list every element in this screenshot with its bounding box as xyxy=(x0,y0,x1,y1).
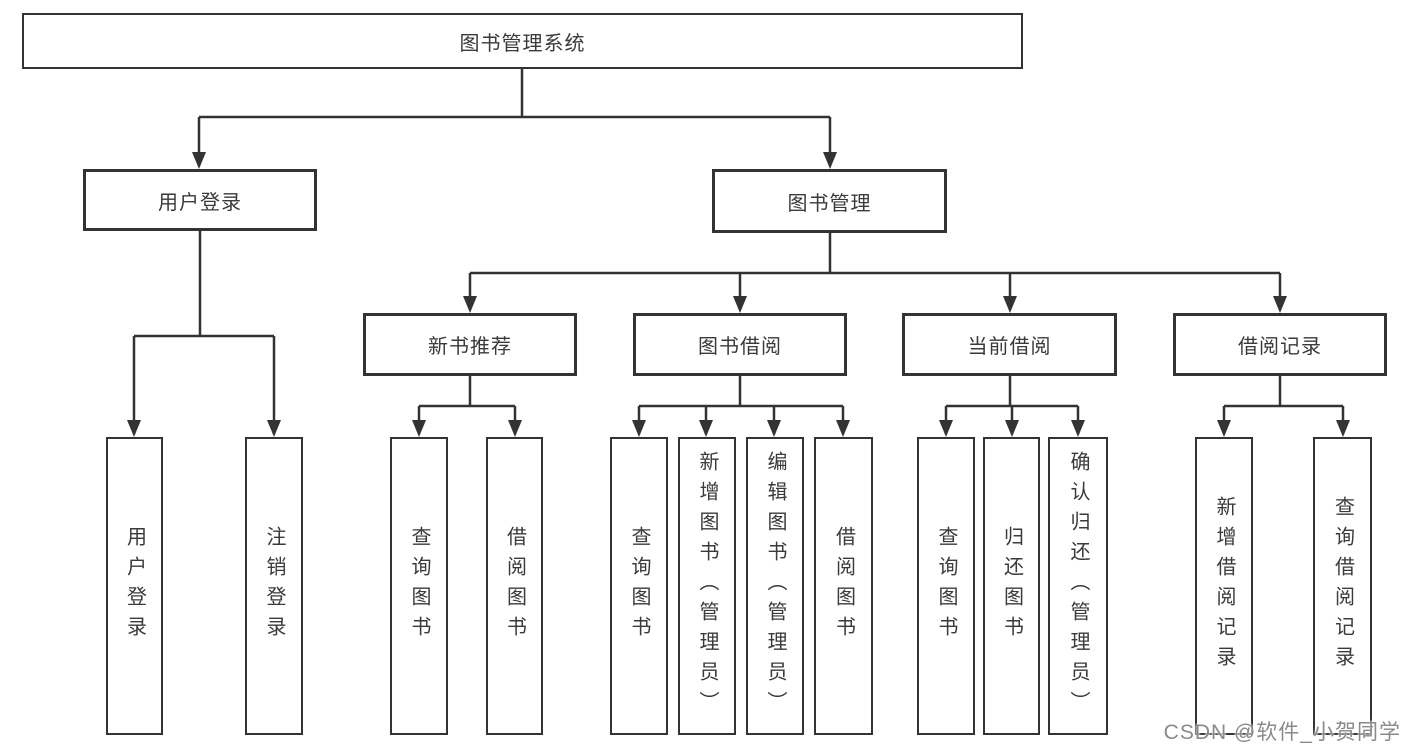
node-new-book-recommend: 新书推荐 xyxy=(363,313,577,376)
leaf-edit-book-admin: 编辑图书（管理员） xyxy=(746,437,804,735)
node-borrow-records: 借阅记录 xyxy=(1173,313,1387,376)
leaf-query-books-recommend-label: 查询图书 xyxy=(408,526,430,646)
node-current-borrow: 当前借阅 xyxy=(902,313,1117,376)
leaf-confirm-return-admin-label: 确认归还（管理员） xyxy=(1067,451,1089,721)
leaf-logout-label: 注销登录 xyxy=(263,526,285,646)
leaf-query-books-current: 查询图书 xyxy=(917,437,975,735)
leaf-return-book-label: 归还图书 xyxy=(1000,526,1023,646)
leaf-borrow-books-2-label: 借阅图书 xyxy=(832,526,855,646)
leaf-borrow-books-recommend: 借阅图书 xyxy=(486,437,543,735)
leaf-add-borrow-record: 新增借阅记录 xyxy=(1195,437,1253,735)
leaf-query-borrow-record-label: 查询借阅记录 xyxy=(1331,496,1354,676)
leaf-query-books-borrow: 查询图书 xyxy=(610,437,668,735)
node-book-borrow-label: 图书借阅 xyxy=(698,336,782,358)
leaf-logout: 注销登录 xyxy=(245,437,303,735)
node-root-label: 图书管理系统 xyxy=(459,32,586,55)
leaf-borrow-books-recommend-label: 借阅图书 xyxy=(503,526,526,646)
leaf-user-login: 用户登录 xyxy=(106,437,163,735)
leaf-query-borrow-record: 查询借阅记录 xyxy=(1313,437,1372,735)
leaf-return-book: 归还图书 xyxy=(983,437,1040,735)
leaf-query-books-recommend: 查询图书 xyxy=(390,437,448,735)
node-book-management-label: 图书管理 xyxy=(787,192,872,215)
watermark-text: CSDN @软件_小贺同学 xyxy=(1163,721,1401,744)
leaf-query-books-borrow-label: 查询图书 xyxy=(628,526,650,646)
leaf-add-borrow-record-label: 新增借阅记录 xyxy=(1213,496,1235,676)
node-root: 图书管理系统 xyxy=(22,13,1023,69)
leaf-add-book-admin-label: 新增图书（管理员） xyxy=(696,451,718,721)
leaf-confirm-return-admin: 确认归还（管理员） xyxy=(1048,437,1108,735)
leaf-borrow-books-2: 借阅图书 xyxy=(814,437,873,735)
node-user-login: 用户登录 xyxy=(83,169,317,231)
node-borrow-records-label: 借阅记录 xyxy=(1238,336,1322,358)
node-new-book-recommend-label: 新书推荐 xyxy=(428,336,512,358)
leaf-user-login-label: 用户登录 xyxy=(123,526,146,646)
node-book-borrow: 图书借阅 xyxy=(633,313,847,376)
leaf-add-book-admin: 新增图书（管理员） xyxy=(678,437,736,735)
leaf-query-books-current-label: 查询图书 xyxy=(935,526,957,646)
node-current-borrow-label: 当前借阅 xyxy=(967,336,1052,358)
leaf-edit-book-admin-label: 编辑图书（管理员） xyxy=(764,451,786,721)
node-user-login-label: 用户登录 xyxy=(158,191,242,214)
node-book-management: 图书管理 xyxy=(712,169,947,233)
